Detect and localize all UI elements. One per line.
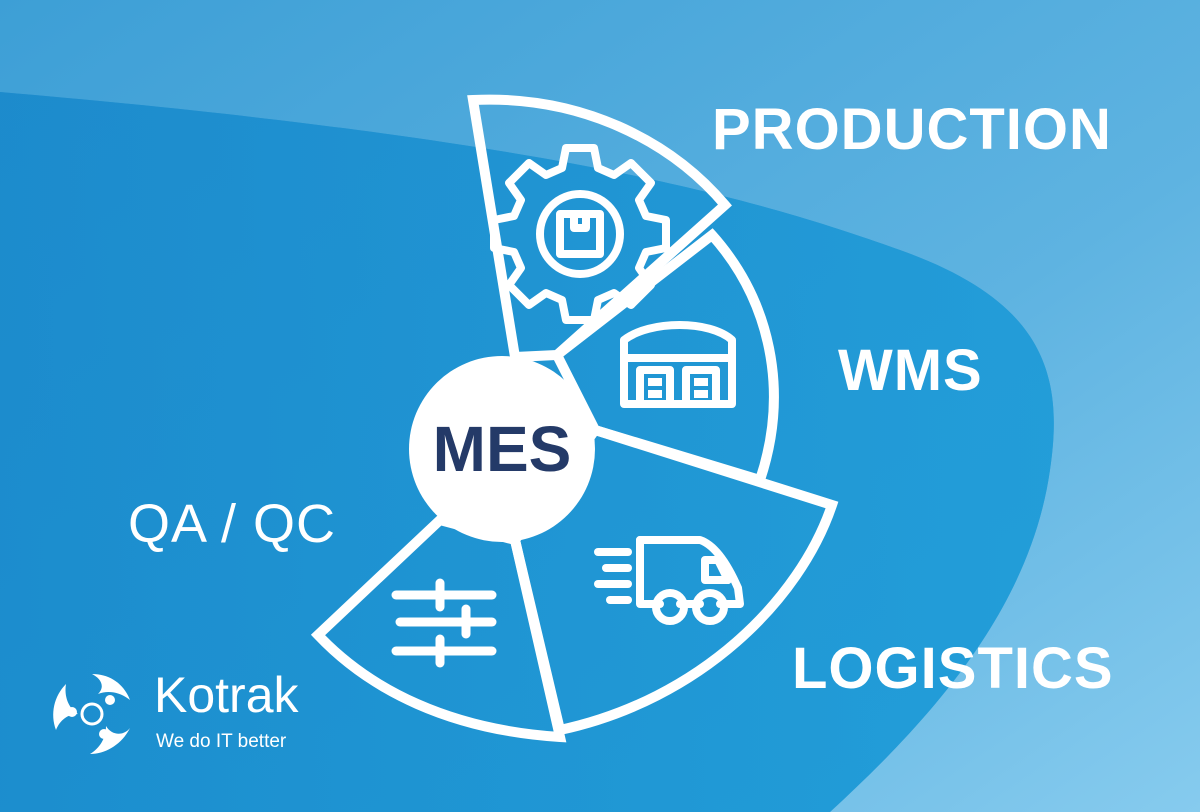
logo-tagline: We do IT better — [156, 731, 287, 752]
wms-segment — [550, 228, 779, 487]
wms-label: WMS — [838, 338, 983, 403]
qaqc-label: QA / QC — [128, 494, 337, 554]
logo-name: Kotrak — [154, 667, 299, 723]
delivery-truck-icon — [594, 536, 744, 625]
logistics-label: LOGISTICS — [792, 636, 1114, 701]
center-circle — [409, 356, 595, 542]
gear-box-icon — [490, 144, 670, 324]
center-label: MES — [432, 413, 572, 485]
logistics-segment — [509, 424, 839, 736]
kotrak-logo-icon — [53, 674, 130, 754]
production-segment — [467, 94, 732, 363]
production-label: PRODUCTION — [712, 97, 1112, 162]
kotrak-logo: Kotrak We do IT better — [48, 668, 338, 764]
qaqc-segment — [310, 514, 567, 743]
warehouse-icon — [620, 321, 736, 408]
sliders-icon — [391, 578, 497, 668]
